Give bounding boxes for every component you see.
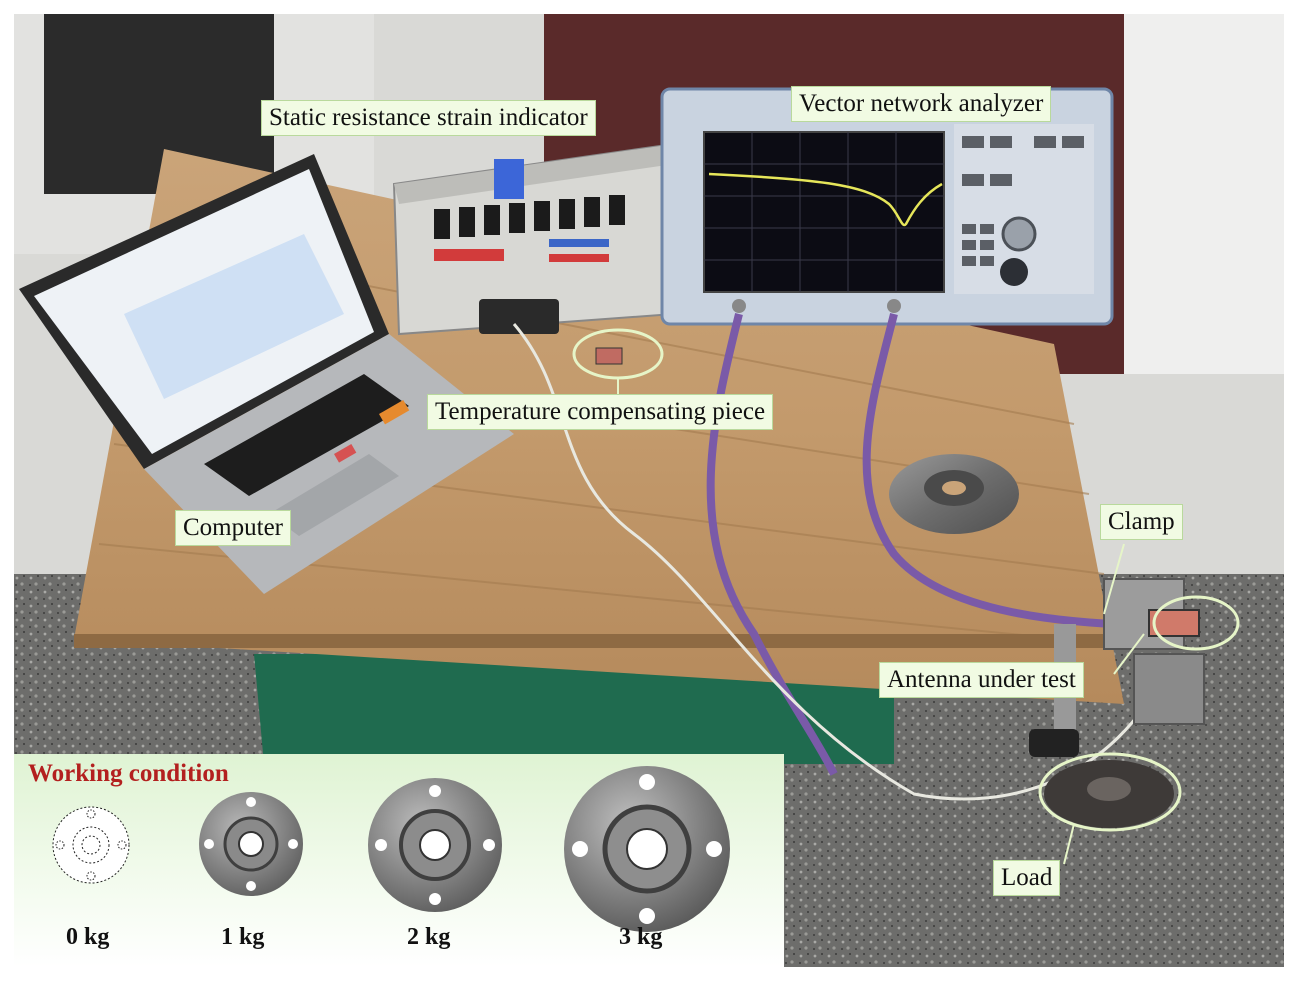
working-condition-title: Working condition [28, 760, 229, 787]
temp-piece-patch [595, 347, 623, 365]
table-edge [74, 634, 1124, 648]
weight-label-0kg: 0 kg [66, 924, 110, 950]
weight-label-1kg: 1 kg [221, 924, 265, 950]
laptop [19, 154, 514, 594]
callout-lines [617, 378, 1145, 865]
working-condition-panel: Working condition [14, 754, 784, 967]
disc-2kg [368, 778, 502, 912]
disc-0kg [52, 806, 130, 884]
weight-label-3kg: 3 kg [619, 924, 663, 950]
label-temp-piece: Temperature compensating piece [427, 394, 774, 430]
clamp-stand [1029, 578, 1205, 757]
white-wall [1124, 14, 1284, 374]
flange-on-table [889, 454, 1019, 534]
vna-device [660, 87, 1114, 326]
weight-label-2kg: 2 kg [407, 924, 451, 950]
green-mat [254, 654, 894, 764]
label-antenna: Antenna under test [879, 662, 1084, 698]
label-clamp: Clamp [1100, 504, 1183, 540]
disc-1kg [199, 792, 303, 896]
label-load: Load [993, 860, 1061, 896]
disc-3kg [564, 766, 730, 932]
vna-cable-2 [862, 313, 1165, 630]
label-strain-indicator: Static resistance strain indicator [261, 100, 596, 136]
label-computer: Computer [175, 510, 291, 546]
label-vna: Vector network analyzer [791, 86, 1052, 122]
dark-panel [44, 14, 274, 194]
load-flange [1044, 760, 1174, 828]
